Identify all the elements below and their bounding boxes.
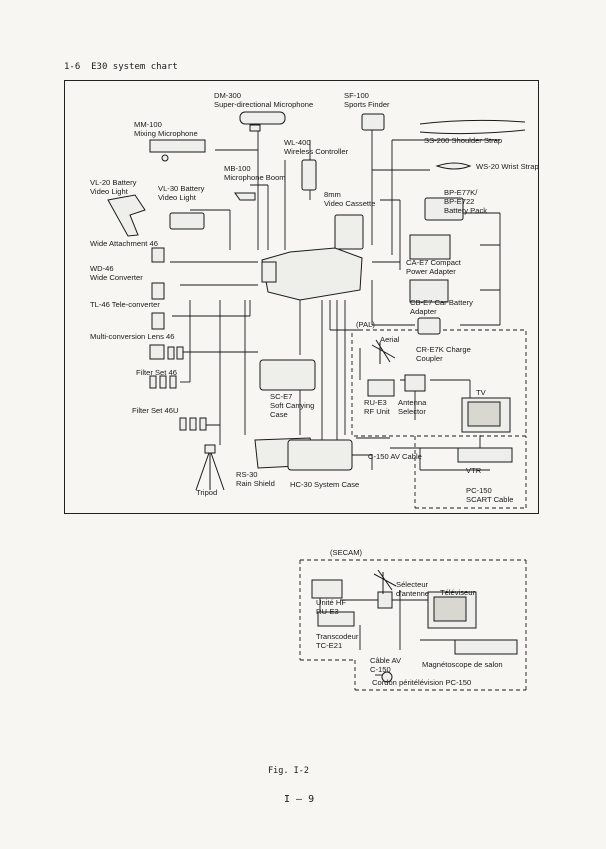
aerial-icons [371, 339, 397, 594]
label-c150: C-150 AV Cable [368, 452, 422, 461]
section-number: 1-6 [64, 62, 81, 72]
label-tripod: Tripod [196, 488, 218, 497]
section-header: 1-6 E30 system chart [64, 62, 178, 72]
page-number: I — 9 [284, 794, 315, 805]
label-televiseur: Téléviseur [440, 588, 476, 597]
label-mcl46: Multi-conversion Lens 46 [90, 332, 175, 341]
label-hc30: HC-30 System Case [290, 480, 360, 489]
label-aerial: Aerial [380, 335, 400, 344]
system-chart-frame [64, 80, 539, 514]
label-cordon: Cordon péritélévision PC-150 [372, 678, 472, 687]
label-ws20: WS-20 Wrist Strap [476, 162, 539, 171]
label-tl46: TL-46 Tele-converter [90, 300, 160, 309]
pal-dashed-box [299, 329, 527, 691]
section-title: E30 system chart [91, 62, 178, 72]
label-magneto: Magnétoscope de salon [422, 660, 503, 669]
label-wa46: Wide Attachment 46 [90, 239, 158, 248]
label-ss200: SS-200 Shoulder Strap [424, 136, 503, 145]
device-drawings [107, 111, 526, 683]
figure-caption: Fig. I-2 [268, 766, 309, 776]
label-vtr: VTR [466, 466, 482, 475]
label-fs46: Filter Set 46 [136, 368, 177, 377]
label-tv: TV [476, 388, 486, 397]
label-fs46u: Filter Set 46U [132, 406, 179, 415]
label-pal: (PAL) [356, 320, 375, 329]
label-secam: (SECAM) [330, 548, 363, 557]
